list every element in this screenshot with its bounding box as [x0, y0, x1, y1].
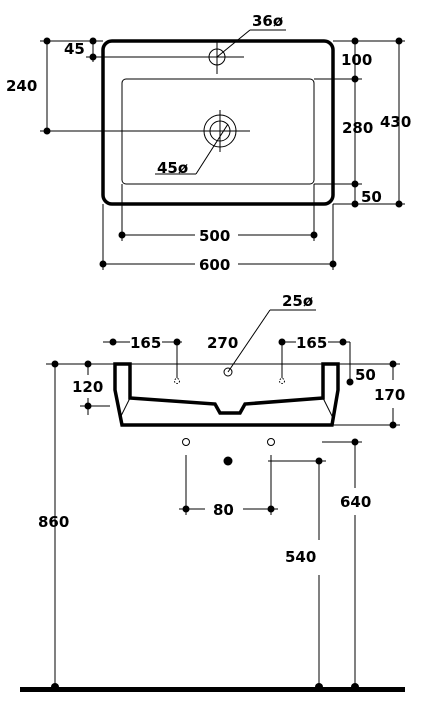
tap-distance-label: 240: [6, 77, 37, 95]
right-span-label: 165: [296, 334, 327, 352]
basin-outline: [101, 39, 335, 206]
height-label: 170: [374, 386, 405, 404]
front-view: 165 270 165 25ø 50 120 170 860 80 540 64…: [20, 292, 405, 692]
top-view: 36ø 45 240 100 280 430 50 45ø 500 600: [6, 12, 411, 274]
basin-side-profile: [113, 362, 340, 427]
outer-top-label: 100: [341, 51, 372, 69]
bottom-margin-label: 50: [361, 188, 382, 206]
drain-label: 45ø: [157, 159, 188, 177]
floor-line: [20, 687, 405, 692]
left-span-label: 165: [130, 334, 161, 352]
waste-spacing-label: 80: [213, 501, 234, 519]
tap-hole-label: 36ø: [252, 12, 283, 30]
supply-right-icon: [267, 438, 275, 446]
top-offset-label: 50: [355, 366, 376, 384]
supply-left-icon: [182, 438, 190, 446]
inner-width-label: 500: [199, 227, 230, 245]
bowl-depth-label: 120: [72, 378, 103, 396]
tap-offset-label: 45: [64, 40, 85, 58]
supply-height-label: 640: [340, 493, 371, 511]
overall-depth-label: 430: [380, 113, 411, 131]
tap-hole-small-icon: [223, 367, 233, 377]
center-span-label: 270: [207, 334, 238, 352]
inner-depth-label: 280: [342, 119, 373, 137]
drain-small-label: 25ø: [282, 292, 313, 310]
mount-height-label: 860: [38, 513, 69, 531]
waste-height-label: 540: [285, 548, 316, 566]
waste-outlet-icon: [223, 456, 233, 466]
overall-width-label: 600: [199, 256, 230, 274]
